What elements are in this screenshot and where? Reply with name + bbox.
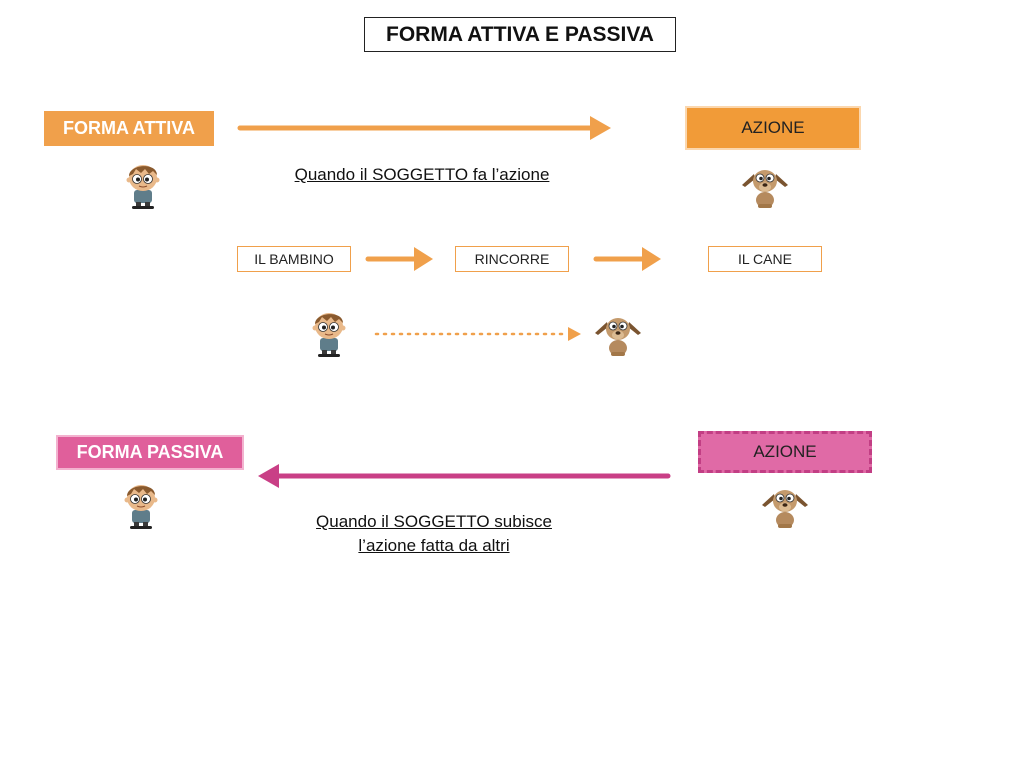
forma-attiva-label: FORMA ATTIVA	[44, 111, 214, 146]
dog-icon	[740, 161, 790, 209]
azione-passive-box: AZIONE	[698, 431, 872, 473]
boy-icon	[123, 161, 163, 209]
subject-verb-arrow	[365, 247, 433, 271]
verb-box: RINCORRE	[455, 246, 569, 272]
verb-object-arrow	[593, 247, 661, 271]
passive-caption-line1: Quando il SOGGETTO subisce	[316, 512, 552, 531]
passive-arrow	[258, 464, 671, 488]
subject-box: IL BAMBINO	[237, 246, 351, 272]
page-title: FORMA ATTIVA E PASSIVA	[364, 17, 676, 52]
dotted-arrow	[374, 327, 581, 341]
active-arrow	[237, 116, 611, 140]
object-box: IL CANE	[708, 246, 822, 272]
dog-icon	[760, 481, 810, 529]
boy-icon	[309, 309, 349, 357]
passive-caption-line2: l’azione fatta da altri	[358, 536, 510, 555]
boy-icon	[121, 481, 161, 529]
azione-active-box: AZIONE	[687, 108, 859, 148]
dog-icon	[593, 309, 643, 357]
passive-caption: Quando il SOGGETTO subisce l’azione fatt…	[284, 510, 584, 558]
forma-passiva-label: FORMA PASSIVA	[56, 435, 244, 470]
active-caption: Quando il SOGGETTO fa l’azione	[294, 165, 550, 184]
